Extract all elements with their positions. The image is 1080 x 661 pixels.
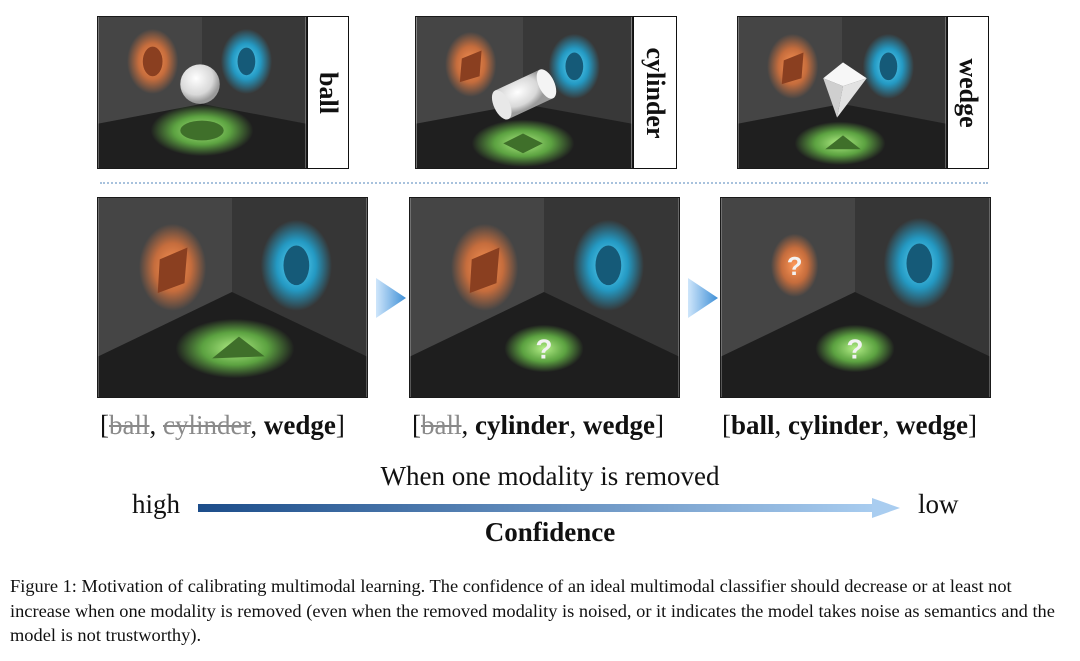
class-ball-struck: ball xyxy=(109,410,150,440)
low-label: low xyxy=(918,489,959,519)
arrow-caption: When one modality is removed xyxy=(380,461,720,491)
scene-wedge-image xyxy=(738,17,946,168)
class-list-2: [ball, cylinder, wedge] xyxy=(412,410,664,440)
bottom-scene-two-removed: ? ? xyxy=(720,197,991,398)
top-scene-ball xyxy=(97,16,307,169)
top-label-ball-box: ball xyxy=(307,16,349,169)
class-wedge: wedge xyxy=(263,410,336,440)
scene-ball-image xyxy=(98,17,306,168)
question-mark-floor: ? xyxy=(847,333,864,364)
class-ball-struck: ball xyxy=(421,410,462,440)
top-scene-cylinder xyxy=(415,16,633,169)
scene-full-image xyxy=(98,198,367,397)
top-scene-wedge xyxy=(737,16,947,169)
top-label-cylinder-box: cylinder xyxy=(633,16,677,169)
top-label-wedge-box: wedge xyxy=(947,16,989,169)
chevron-right-icon xyxy=(376,278,406,318)
class-ball: ball xyxy=(731,410,775,440)
question-mark-floor: ? xyxy=(536,333,553,364)
top-label-cylinder: cylinder xyxy=(641,47,670,138)
confidence-label: Confidence xyxy=(484,517,616,547)
question-mark-wall: ? xyxy=(787,253,803,281)
class-list-1: [ball, cylinder, wedge] xyxy=(100,410,345,440)
scene-cylinder-image xyxy=(416,17,632,168)
class-cylinder: cylinder xyxy=(788,410,883,440)
row-divider xyxy=(100,182,988,184)
scene-shape-removed-image: ? xyxy=(410,198,679,397)
bottom-scene-shape-removed: ? xyxy=(409,197,680,398)
top-label-ball: ball xyxy=(314,71,343,114)
chevron-right-icon xyxy=(688,278,718,318)
class-wedge: wedge xyxy=(583,410,655,440)
high-label: high xyxy=(132,489,181,519)
class-list-3: [ball, cylinder, wedge] xyxy=(722,410,978,440)
confidence-arrow xyxy=(198,498,900,518)
class-cylinder: cylinder xyxy=(475,410,570,440)
class-wedge: wedge xyxy=(896,410,969,440)
scene-two-removed-image: ? ? xyxy=(721,198,990,397)
class-cylinder-struck: cylinder xyxy=(163,410,251,440)
bottom-scene-full xyxy=(97,197,368,398)
figure-caption: Figure 1: Motivation of calibrating mult… xyxy=(10,576,1055,645)
top-label-wedge: wedge xyxy=(954,57,983,128)
